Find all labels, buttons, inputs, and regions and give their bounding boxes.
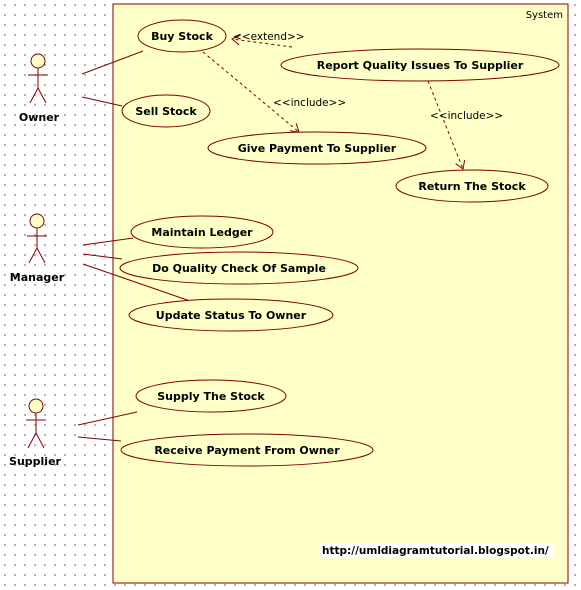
system-label: System (526, 10, 563, 21)
supplier-right-leg (35, 432, 45, 449)
assoc-manager-update-status (82, 263, 191, 302)
buy-stock-label: Buy Stock (151, 30, 213, 43)
use-case-update-status[interactable]: Update Status To Owner (128, 298, 334, 332)
supplier-head (28, 398, 44, 414)
manager-label: Manager (10, 271, 65, 284)
system-boundary (112, 3, 569, 584)
sell-stock-label: Sell Stock (135, 105, 197, 118)
assoc-manager-quality-check (82, 253, 123, 260)
assoc-owner-sell-stock (81, 96, 123, 107)
manager-left-leg (28, 247, 38, 264)
actor-supplier[interactable]: Supplier (9, 398, 62, 468)
update-status-label: Update Status To Owner (156, 309, 307, 322)
owner-head (30, 53, 46, 69)
url-background (320, 543, 554, 557)
owner-label: Owner (19, 111, 60, 124)
use-case-give-payment[interactable]: Give Payment To Supplier (207, 131, 427, 165)
quality-check-label: Do Quality Check Of Sample (152, 262, 326, 275)
use-case-supply-stock[interactable]: Supply The Stock (135, 379, 287, 413)
actor-owner[interactable]: Owner (19, 53, 60, 124)
footer-url[interactable]: http://umldiagramtutorial.blogspot.in/ (322, 545, 549, 557)
manager-head (29, 213, 45, 229)
use-case-buy-stock[interactable]: Buy Stock (137, 19, 227, 53)
assoc-manager-maintain-ledger (82, 237, 134, 246)
owner-right-leg (37, 87, 47, 104)
use-case-return-stock[interactable]: Return The Stock (395, 169, 549, 203)
receive-payment-label: Receive Payment From Owner (154, 444, 340, 457)
use-case-sell-stock[interactable]: Sell Stock (121, 94, 211, 128)
include-return-arrow (427, 80, 463, 169)
include-return-label: <<include>> (430, 110, 503, 122)
assoc-owner-buy-stock (81, 50, 144, 75)
assoc-supplier-receive-payment (77, 436, 122, 442)
return-stock-label: Return The Stock (418, 180, 526, 193)
supply-stock-label: Supply The Stock (157, 390, 265, 403)
extend-label: <<extend>> (233, 31, 305, 43)
manager-right-leg (36, 247, 46, 264)
use-case-maintain-ledger[interactable]: Maintain Ledger (130, 215, 274, 249)
extend-arrow (232, 39, 293, 48)
use-case-quality-check[interactable]: Do Quality Check Of Sample (119, 251, 359, 285)
actor-manager[interactable]: Manager (10, 213, 65, 284)
owner-left-leg (29, 87, 39, 104)
maintain-ledger-label: Maintain Ledger (151, 226, 253, 239)
assoc-supplier-supply-stock (77, 411, 138, 426)
supplier-left-leg (27, 432, 37, 449)
report-quality-label: Report Quality Issues To Supplier (317, 59, 524, 72)
give-payment-label: Give Payment To Supplier (238, 142, 397, 155)
use-case-receive-payment[interactable]: Receive Payment From Owner (120, 433, 374, 467)
include-payment-arrow (202, 51, 299, 132)
include-payment-label: <<include>> (273, 97, 346, 109)
use-case-report-quality-issues[interactable]: Report Quality Issues To Supplier (280, 48, 560, 82)
supplier-label: Supplier (9, 455, 62, 468)
